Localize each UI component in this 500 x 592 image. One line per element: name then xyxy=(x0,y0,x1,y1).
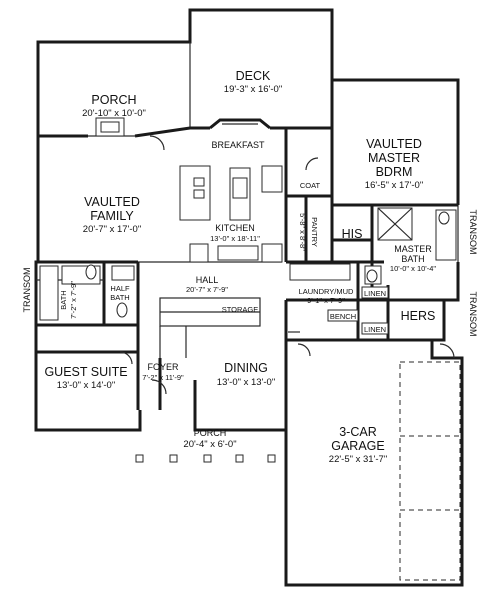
bench-box xyxy=(327,309,359,322)
hall-label: HALL xyxy=(196,275,219,285)
room-labels: PORCH 20'-10" x 10'-0" DECK 19'-3" x 16'… xyxy=(22,69,478,465)
linen-2-label: LINEN xyxy=(364,325,386,334)
deck-dims: 19'-3" x 16'-0" xyxy=(224,84,282,95)
porch-front-label: PORCH xyxy=(194,428,227,438)
breakfast-bay xyxy=(209,118,271,130)
master-label-1: VAULTED xyxy=(366,137,422,151)
family-dims: 20'-7" x 17'-0" xyxy=(83,224,141,235)
transom-label-right-upper: TRANSOM xyxy=(468,210,478,255)
hers-label: HERS xyxy=(401,309,436,323)
hall-dims: 20'-7" x 7'-9" xyxy=(186,285,228,294)
family-label-1: VAULTED xyxy=(84,195,140,209)
porch-rear-label: PORCH xyxy=(91,93,136,107)
coat-label: COAT xyxy=(300,181,321,190)
garage-outline xyxy=(284,300,464,587)
breakfast-label: BREAKFAST xyxy=(211,140,265,150)
kitchen-fixtures xyxy=(179,165,283,263)
linen-1-label: LINEN xyxy=(364,289,386,298)
fireplace xyxy=(95,117,125,137)
interior-walls xyxy=(36,128,458,410)
kitchen-dims: 13'-0" x 18'-11" xyxy=(210,234,260,243)
dining-dims: 13'-0" x 13'-0" xyxy=(217,377,275,388)
master-dims: 16'-5" x 17'-0" xyxy=(365,180,423,191)
storage-label: STORAGE xyxy=(222,305,259,314)
master-bath-label-2: BATH xyxy=(401,254,424,264)
bath-fixtures xyxy=(39,207,457,321)
transom-label-right-lower: TRANSOM xyxy=(468,292,478,337)
linen-box-2 xyxy=(361,322,389,335)
porch-front-dims: 20'-4" x 6'-0" xyxy=(183,439,236,450)
half-bath-label-2: BATH xyxy=(110,293,129,302)
pantry-label: PANTRY xyxy=(310,217,319,247)
guest-suite-dims: 13'-0" x 14'-0" xyxy=(57,380,115,391)
deck-label: DECK xyxy=(236,69,271,83)
foyer-label: FOYER xyxy=(147,362,179,372)
door-swings xyxy=(119,135,455,395)
guest-suite-label: GUEST SUITE xyxy=(44,365,127,379)
master-label-2: MASTER xyxy=(368,151,420,165)
bench-label: BENCH xyxy=(330,312,356,321)
rear-porch-outline xyxy=(36,8,334,136)
kitchen-label: KITCHEN xyxy=(215,223,255,233)
his-label: HIS xyxy=(342,227,363,241)
dining-label: DINING xyxy=(224,361,268,375)
bath-dims: 7'-2" x 7'-9" xyxy=(69,281,78,319)
master-bath-label-1: MASTER xyxy=(394,244,432,254)
garage-label-1: 3-CAR xyxy=(339,425,377,439)
porch-columns xyxy=(135,454,276,463)
linen-box-1 xyxy=(361,286,389,299)
family-label-2: FAMILY xyxy=(90,209,134,223)
laundry-label: LAUNDRY/MUD xyxy=(299,287,354,296)
garage-dims: 22'-5" x 31'-7" xyxy=(329,454,387,465)
foyer-dims: 7'-2" x 11'-9" xyxy=(142,373,184,382)
bath-label: BATH xyxy=(59,290,68,309)
master-label-3: BDRM xyxy=(376,165,413,179)
pantry-dims: 5'-8" x 8'-8" xyxy=(298,213,307,251)
transom-label-left: TRANSOM xyxy=(22,268,32,313)
porch-rear-dims: 20'-10" x 10'-0" xyxy=(82,108,146,119)
laundry-dims: 9'-1" x 7'-9" xyxy=(307,296,345,305)
half-bath-label-1: HALF xyxy=(110,284,130,293)
garage-label-2: GARAGE xyxy=(331,439,385,453)
master-bath-dims: 10'-0" x 10'-4" xyxy=(390,264,436,273)
